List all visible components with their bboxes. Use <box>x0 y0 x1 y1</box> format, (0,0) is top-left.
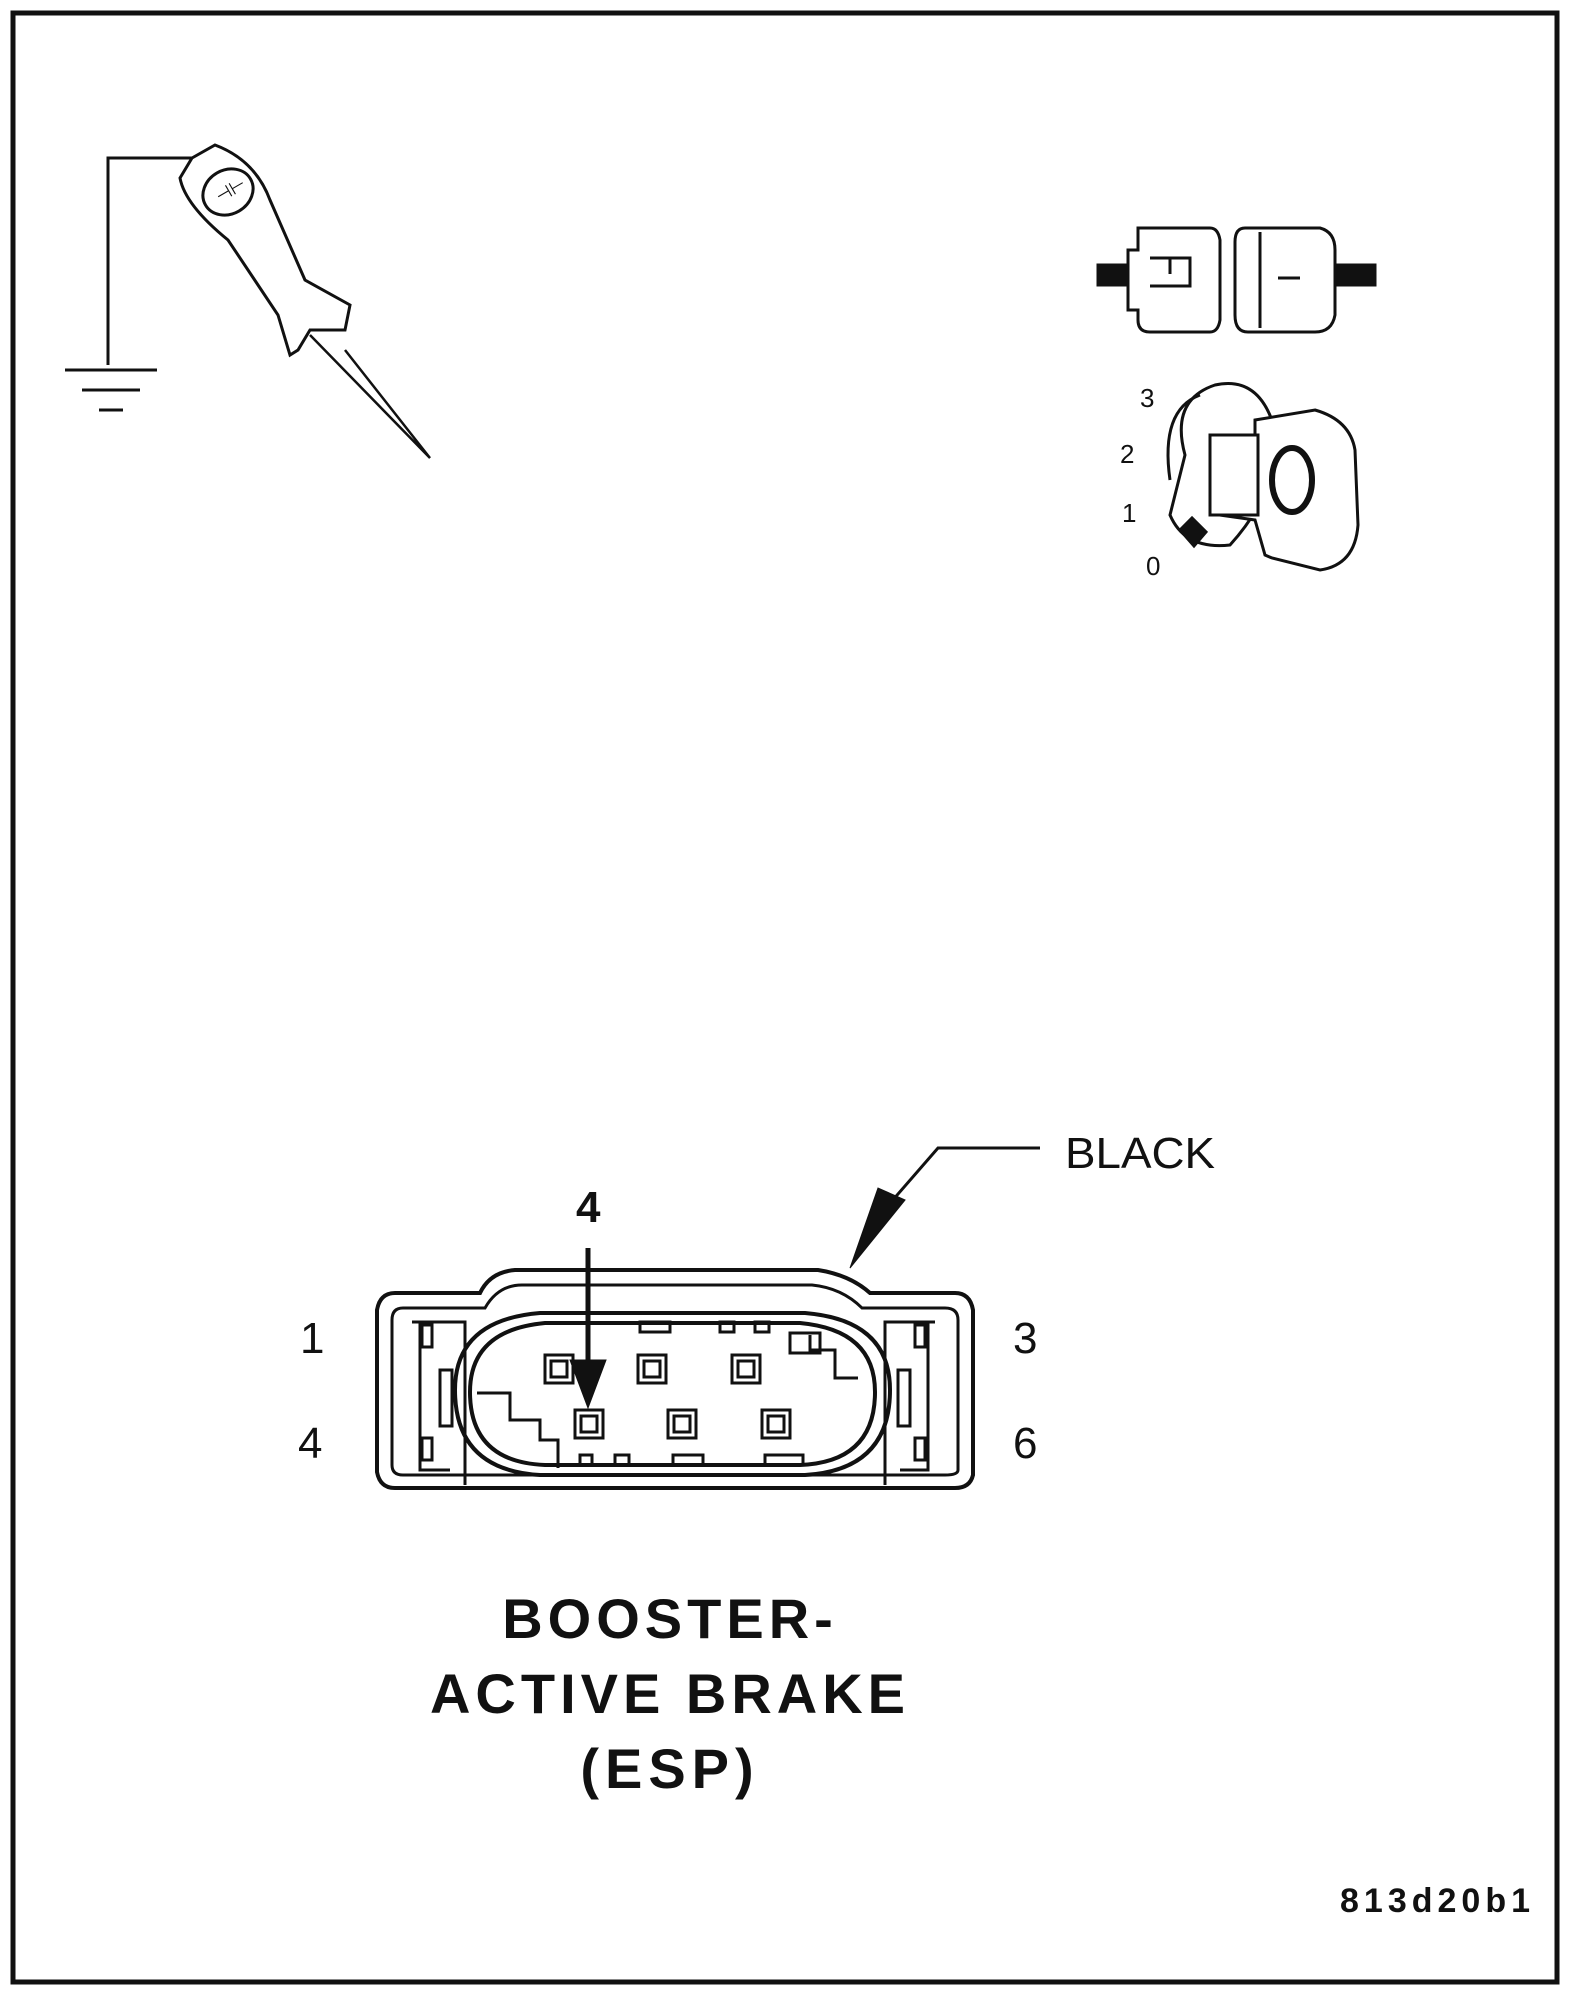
ignition-position-1: 1 <box>1122 498 1136 528</box>
connector-color-label: BLACK <box>1065 1129 1215 1178</box>
cavity-5 <box>666 1408 698 1440</box>
ignition-position-0: 0 <box>1146 551 1160 581</box>
cavity-1 <box>543 1353 575 1385</box>
connector-cavities <box>543 1353 792 1440</box>
pin-number-top-right: 3 <box>1013 1314 1037 1363</box>
frame-border <box>10 10 1560 1985</box>
connector-face <box>375 1268 975 1490</box>
pin-number-bottom-left: 4 <box>298 1419 322 1468</box>
cavity-3 <box>730 1353 762 1385</box>
ignition-key-icon <box>1166 382 1360 572</box>
connector-name-line-1: BOOSTER- <box>502 1587 838 1650</box>
figure-id: 813d20b1 <box>1340 1882 1535 1920</box>
cavity-4 <box>573 1408 605 1440</box>
cavity-2 <box>636 1353 668 1385</box>
pin-number-top-left: 1 <box>300 1314 324 1363</box>
pin-number-bottom-right: 6 <box>1013 1419 1037 1468</box>
ignition-position-3: 3 <box>1140 383 1154 413</box>
cavity-6 <box>760 1408 792 1440</box>
pin-4-arrow <box>569 1248 607 1410</box>
connector-name-line-3: (ESP) <box>580 1737 759 1800</box>
diagram-frame: ⊣⊢ 3 2 1 0 <box>10 10 1560 1985</box>
highlight-pin-label: 4 <box>576 1183 601 1232</box>
disconnected-connector-icon <box>1096 226 1377 334</box>
ground-probe-icon: ⊣⊢ <box>65 143 431 459</box>
connector-name-line-2: ACTIVE BRAKE <box>430 1662 910 1725</box>
color-leader-arrow <box>849 1146 1040 1269</box>
ignition-position-2: 2 <box>1120 439 1134 469</box>
